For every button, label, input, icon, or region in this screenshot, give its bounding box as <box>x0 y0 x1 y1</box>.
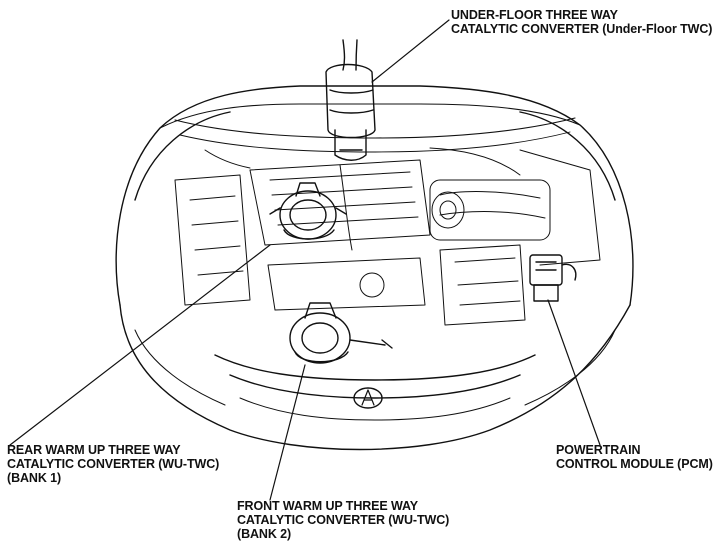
underfloor-twc-label: UNDER-FLOOR THREE WAY CATALYTIC CONVERTE… <box>451 8 712 36</box>
front-label-line2: CATALYTIC CONVERTER (WU-TWC) <box>237 513 450 527</box>
underfloor-label-line2: CATALYTIC CONVERTER (Under-Floor TWC) <box>451 22 713 36</box>
front-label-line3: (BANK 2) <box>237 527 292 541</box>
engine-assembly <box>174 147 601 326</box>
pcm-label-line1: POWERTRAIN <box>556 443 641 457</box>
rear-wu-twc-label: REAR WARM UP THREE WAY CATALYTIC CONVERT… <box>7 443 219 485</box>
front-bumper <box>134 329 616 421</box>
front-wu-twc-label: FRONT WARM UP THREE WAY CATALYTIC CONVER… <box>237 499 449 541</box>
rear-label-line2: CATALYTIC CONVERTER (WU-TWC) <box>7 457 220 471</box>
rear-warmup-catalytic-converter <box>269 182 347 240</box>
pcm-label: POWERTRAIN CONTROL MODULE (PCM) <box>556 443 713 471</box>
underfloor-catalytic-converter <box>325 39 376 161</box>
front-label-line1: FRONT WARM UP THREE WAY <box>237 499 419 513</box>
front-warmup-catalytic-converter <box>289 302 393 364</box>
rear-label-line3: (BANK 1) <box>7 471 62 485</box>
leader-lines <box>9 19 601 501</box>
powertrain-control-module <box>529 254 577 302</box>
rear-label-line1: REAR WARM UP THREE WAY <box>7 443 181 457</box>
underfloor-label-line1: UNDER-FLOOR THREE WAY <box>451 8 618 22</box>
car-body-outline <box>115 85 634 451</box>
pcm-label-line2: CONTROL MODULE (PCM) <box>556 457 713 471</box>
